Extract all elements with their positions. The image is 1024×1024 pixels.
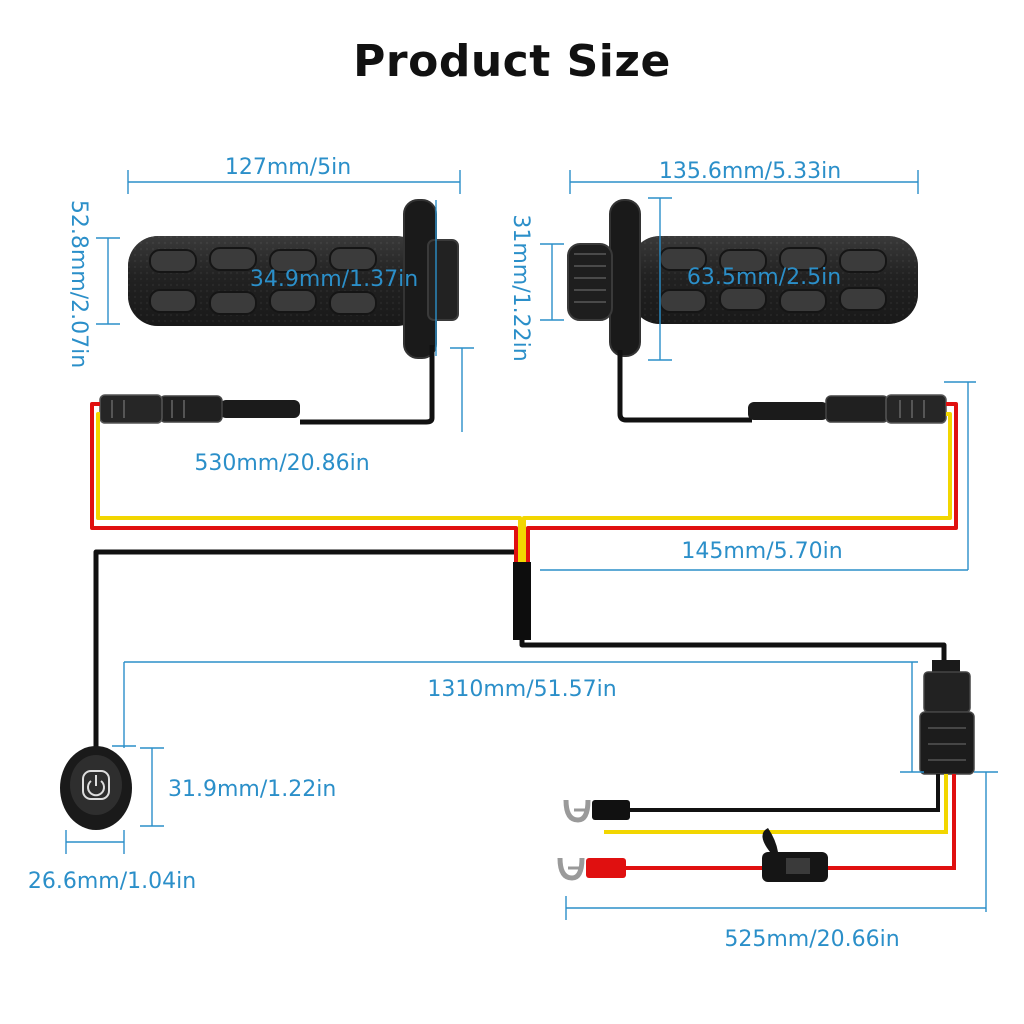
wiring-harness bbox=[90, 402, 958, 760]
right-cable-length-label: 145mm/5.70in bbox=[681, 539, 842, 564]
left-grip-length-label: 127mm/5in bbox=[225, 155, 351, 180]
right-grip-diameter-label: 63.5mm/2.5in bbox=[687, 265, 841, 290]
dimension-lines bbox=[65, 170, 998, 920]
ring-terminal-icon bbox=[557, 799, 630, 881]
fuse-holder-icon bbox=[762, 828, 828, 882]
left-cable-length-label: 530mm/20.86in bbox=[194, 451, 369, 476]
switch-width-label: 26.6mm/1.04in bbox=[28, 869, 196, 894]
left-grip-height-label: 52.8mm/2.07in bbox=[66, 200, 91, 368]
left-grip bbox=[99, 199, 459, 425]
right-grip-height-label: 31mm/1.22in bbox=[508, 214, 533, 361]
power-icon bbox=[82, 770, 110, 800]
page-title: Product Size bbox=[353, 36, 671, 87]
left-grip-diameter-label: 34.9mm/1.37in bbox=[250, 267, 418, 292]
power-switch bbox=[60, 746, 132, 830]
main-connector bbox=[919, 660, 975, 775]
switch-height-label: 31.9mm/1.22in bbox=[168, 777, 336, 802]
main-cable-length-label: 1310mm/51.57in bbox=[427, 677, 616, 702]
right-grip bbox=[567, 199, 947, 424]
right-grip-length-label: 135.6mm/5.33in bbox=[659, 159, 841, 184]
power-cable-length-label: 525mm/20.66in bbox=[724, 927, 899, 952]
power-leads bbox=[604, 774, 956, 870]
